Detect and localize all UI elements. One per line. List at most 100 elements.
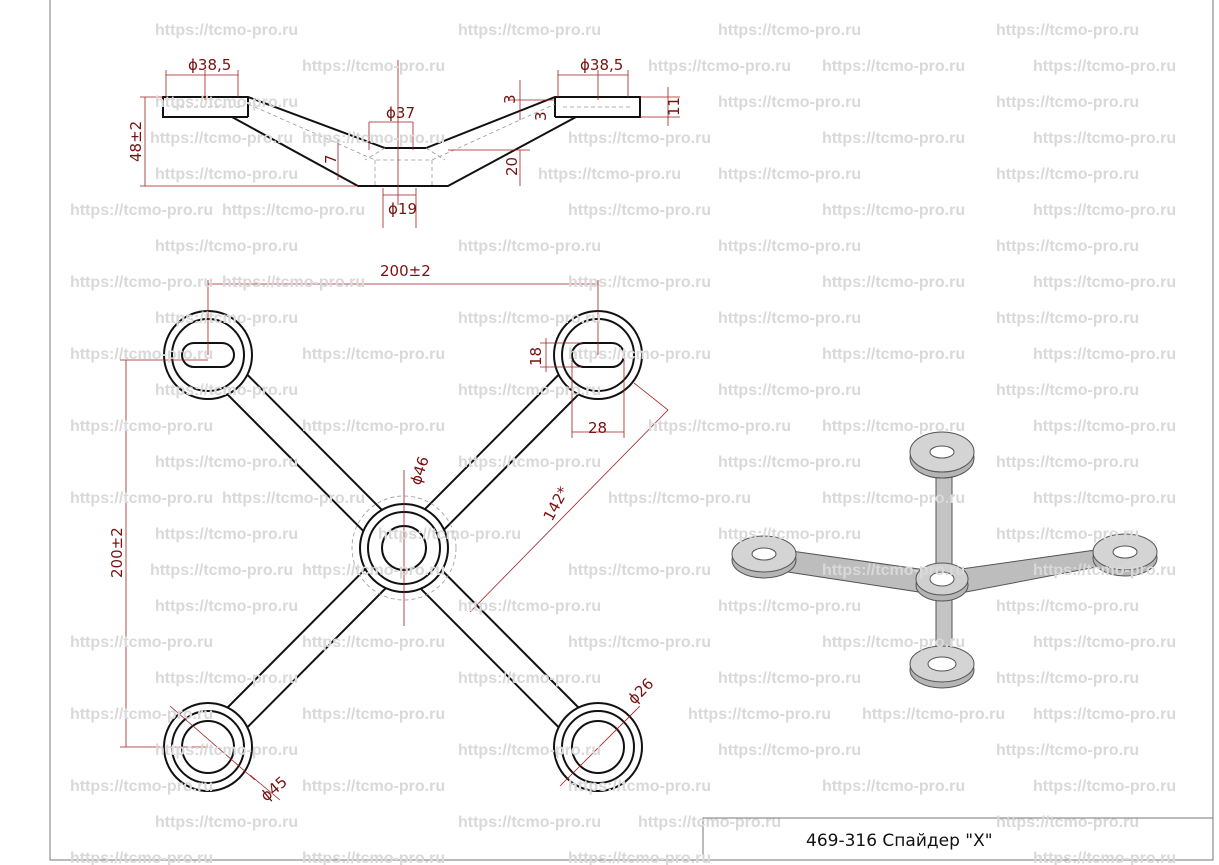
dim-ring-dia: ϕ45 <box>257 773 291 805</box>
watermark-text: https://tcmo-pro.ru <box>822 58 965 75</box>
dim-arm-end-dia: ϕ26 <box>624 675 657 708</box>
watermark-text: https://tcmo-pro.ru <box>822 562 965 579</box>
watermark-text: https://tcmo-pro.ru <box>568 202 711 219</box>
dim-step-b: 3 <box>532 111 550 121</box>
side-view: ϕ38,5 ϕ38,5 ϕ37 ϕ19 48±2 11 3 3 20 7 <box>127 56 683 228</box>
dim-slot-height: 18 <box>527 347 545 366</box>
watermark-text: https://tcmo-pro.ru <box>822 418 965 435</box>
watermark-text: https://tcmo-pro.ru <box>155 166 298 183</box>
watermark-text: https://tcmo-pro.ru <box>458 310 601 327</box>
drawing-title: 469-316 Спайдер "X" <box>806 831 993 851</box>
watermark-text: https://tcmo-pro.ru <box>996 742 1139 759</box>
dim-wall: 7 <box>322 154 340 164</box>
watermark-text: https://tcmo-pro.ru <box>718 382 861 399</box>
dim-left-plate-dia: ϕ38,5 <box>188 56 231 74</box>
watermark-text: https://tcmo-pro.ru <box>996 598 1139 615</box>
watermark-text: https://tcmo-pro.ru <box>568 130 711 147</box>
watermark-text: https://tcmo-pro.ru <box>1033 58 1176 75</box>
watermark-text: https://tcmo-pro.ru <box>1033 202 1176 219</box>
watermark-text: https://tcmo-pro.ru <box>718 454 861 471</box>
dim-step-a: 3 <box>501 94 519 104</box>
watermark-text: https://tcmo-pro.ru <box>302 346 445 363</box>
watermark-text: https://tcmo-pro.ru <box>718 526 861 543</box>
drawing-frame <box>49 0 1214 861</box>
watermark-text: https://tcmo-pro.ru <box>996 22 1139 39</box>
dim-center-depth: 20 <box>503 157 521 176</box>
watermark-text: https://tcmo-pro.ru <box>70 418 213 435</box>
title-block: 469-316 Спайдер "X" <box>702 817 1214 861</box>
dim-diagonal: 142* <box>540 483 573 524</box>
watermark-text: https://tcmo-pro.ru <box>150 562 293 579</box>
watermark-text: https://tcmo-pro.ru <box>302 130 445 147</box>
watermark-text: https://tcmo-pro.ru <box>648 58 791 75</box>
watermark-text: https://tcmo-pro.ru <box>718 742 861 759</box>
watermark-text: https://tcmo-pro.ru <box>155 22 298 39</box>
watermark-text: https://tcmo-pro.ru <box>822 490 965 507</box>
watermark-text: https://tcmo-pro.ru <box>155 526 298 543</box>
watermark-text: https://tcmo-pro.ru <box>155 382 298 399</box>
watermark-text: https://tcmo-pro.ru <box>568 850 711 865</box>
watermark-text: https://tcmo-pro.ru <box>70 346 213 363</box>
dim-right-plate-dia: ϕ38,5 <box>580 56 623 74</box>
watermark-text: https://tcmo-pro.ru <box>155 94 298 111</box>
watermark-text: https://tcmo-pro.ru <box>70 706 213 723</box>
watermark-text: https://tcmo-pro.ru <box>996 454 1139 471</box>
watermark-text: https://tcmo-pro.ru <box>302 58 445 75</box>
watermark-text: https://tcmo-pro.ru <box>155 742 298 759</box>
watermark-text: https://tcmo-pro.ru <box>996 166 1139 183</box>
dim-width: 200±2 <box>380 262 431 280</box>
watermark-text: https://tcmo-pro.ru <box>458 742 601 759</box>
watermark-text: https://tcmo-pro.ru <box>638 814 781 831</box>
dim-center-top-dia: ϕ37 <box>386 104 415 122</box>
plan-view: 200±2 200±2 18 28 142* ϕ46 ϕ26 ϕ45 <box>108 262 669 805</box>
watermark-text: https://tcmo-pro.ru <box>302 562 445 579</box>
watermark-text: https://tcmo-pro.ru <box>1033 562 1176 579</box>
watermark-text: https://tcmo-pro.ru <box>458 382 601 399</box>
watermark-text: https://tcmo-pro.ru <box>302 850 445 865</box>
watermark-text: https://tcmo-pro.ru <box>458 454 601 471</box>
watermark-text: https://tcmo-pro.ru <box>1033 634 1176 651</box>
watermark-text: https://tcmo-pro.ru <box>155 670 298 687</box>
watermark-text: https://tcmo-pro.ru <box>70 274 213 291</box>
watermark-text: https://tcmo-pro.ru <box>302 634 445 651</box>
watermark-text: https://tcmo-pro.ru <box>822 202 965 219</box>
watermark-text: https://tcmo-pro.ru <box>302 418 445 435</box>
watermark-text: https://tcmo-pro.ru <box>1033 850 1176 865</box>
watermark-text: https://tcmo-pro.ru <box>458 22 601 39</box>
watermark-text: https://tcmo-pro.ru <box>996 382 1139 399</box>
watermark-text: https://tcmo-pro.ru <box>302 778 445 795</box>
watermark-text: https://tcmo-pro.ru <box>458 598 601 615</box>
watermark-text: https://tcmo-pro.ru <box>862 706 1005 723</box>
watermark-text: https://tcmo-pro.ru <box>822 778 965 795</box>
watermark-text: https://tcmo-pro.ru <box>1033 778 1176 795</box>
dim-height: 48±2 <box>127 121 145 162</box>
watermark-text: https://tcmo-pro.ru <box>568 634 711 651</box>
watermark-text: https://tcmo-pro.ru <box>568 274 711 291</box>
watermark-text: https://tcmo-pro.ru <box>996 310 1139 327</box>
spider-3d-render <box>731 431 1158 689</box>
watermark-text: https://tcmo-pro.ru <box>1033 490 1176 507</box>
dim-center-dia: ϕ46 <box>407 454 433 487</box>
watermark-text: https://tcmo-pro.ru <box>568 778 711 795</box>
watermark-layer: https://tcmo-pro.ru https://tcmo-pro.ru ht… <box>70 22 1176 865</box>
watermark-text: https://tcmo-pro.ru <box>222 274 365 291</box>
watermark-text: https://tcmo-pro.ru <box>1033 130 1176 147</box>
watermark-text: https://tcmo-pro.ru <box>822 634 965 651</box>
watermark-text: https://tcmo-pro.ru <box>155 310 298 327</box>
dim-center-bottom-dia: ϕ19 <box>388 200 417 218</box>
watermark-text: https://tcmo-pro.ru <box>155 598 298 615</box>
watermark-text: https://tcmo-pro.ru <box>1033 274 1176 291</box>
watermark-text: https://tcmo-pro.ru <box>70 850 213 865</box>
watermark-text: https://tcmo-pro.ru <box>688 706 831 723</box>
watermark-text: https://tcmo-pro.ru <box>608 490 751 507</box>
watermark-text: https://tcmo-pro.ru <box>1033 346 1176 363</box>
watermark-text: https://tcmo-pro.ru <box>155 814 298 831</box>
watermark-text: https://tcmo-pro.ru <box>718 22 861 39</box>
watermark-text: https://tcmo-pro.ru <box>996 814 1139 831</box>
watermark-text: https://tcmo-pro.ru <box>1033 706 1176 723</box>
watermark-text: https://tcmo-pro.ru <box>822 274 965 291</box>
watermark-text: https://tcmo-pro.ru <box>458 814 601 831</box>
watermark-text: https://tcmo-pro.ru <box>718 598 861 615</box>
watermark-text: https://tcmo-pro.ru <box>822 130 965 147</box>
watermark-text: https://tcmo-pro.ru <box>222 490 365 507</box>
